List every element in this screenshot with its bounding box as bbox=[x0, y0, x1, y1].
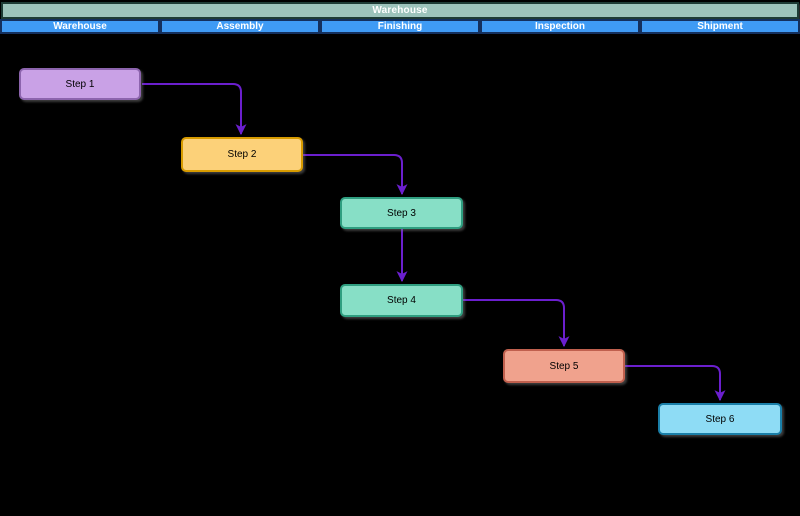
step-node-1[interactable]: Step 1 bbox=[19, 68, 141, 100]
step-node-3[interactable]: Step 3 bbox=[340, 197, 463, 229]
step-label: Step 2 bbox=[227, 149, 257, 160]
lane-header-assembly[interactable]: Assembly bbox=[160, 19, 320, 34]
connector-step5-step6[interactable] bbox=[625, 365, 726, 402]
connector-step2-step3[interactable] bbox=[303, 154, 408, 196]
lane-label: Finishing bbox=[377, 21, 423, 32]
connector-step4-step5[interactable] bbox=[463, 299, 570, 348]
step-label: Step 4 bbox=[387, 295, 416, 306]
pool-header-warehouse[interactable]: Warehouse bbox=[1, 2, 799, 19]
step-label: Step 3 bbox=[387, 207, 416, 219]
step-node-6[interactable]: Step 6 bbox=[658, 403, 782, 435]
step-label: Step 1 bbox=[65, 78, 95, 90]
step-label: Step 6 bbox=[705, 413, 735, 425]
connector-step1-step2[interactable] bbox=[142, 83, 247, 136]
lane-label: Shipment bbox=[697, 21, 743, 32]
lane-header-inspection[interactable]: Inspection bbox=[480, 19, 640, 34]
lane-header-finishing[interactable]: Finishing bbox=[320, 19, 480, 34]
lane-label: Warehouse bbox=[53, 21, 107, 32]
lane-label: Inspection bbox=[534, 21, 585, 32]
pool-title: Warehouse bbox=[372, 5, 428, 16]
lane-header-warehouse[interactable]: Warehouse bbox=[0, 19, 160, 34]
lane-header-shipment[interactable]: Shipment bbox=[640, 19, 800, 34]
lane-label: Assembly bbox=[216, 21, 264, 32]
step-label: Step 5 bbox=[549, 360, 579, 372]
step-node-2[interactable]: Step 2 bbox=[181, 137, 303, 172]
step-node-4[interactable]: Step 4 bbox=[340, 284, 463, 317]
step-node-5[interactable]: Step 5 bbox=[503, 349, 625, 383]
